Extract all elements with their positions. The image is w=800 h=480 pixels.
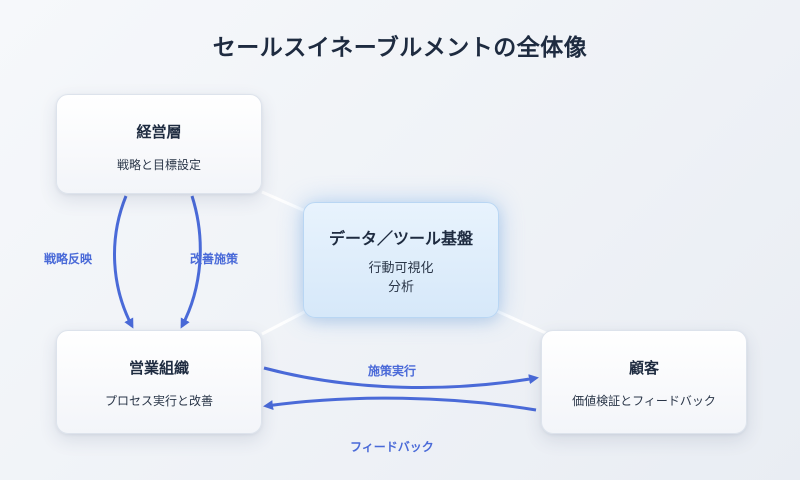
link-sales-data: [261, 306, 313, 336]
edge-label-measure-execution: 施策実行: [368, 364, 417, 378]
diagram-title: セールスイネーブルメントの全体像: [212, 35, 588, 61]
node-management-subtitle: 戦略と目標設定: [116, 158, 201, 172]
node-data-platform-subtitle-2: 分析: [387, 280, 414, 295]
arrow-improvement-measures: [180, 195, 202, 329]
node-customer-title: 顧客: [628, 359, 659, 377]
node-management: 経営層 戦略と目標設定: [56, 94, 262, 194]
node-data-platform-title: データ／ツール基盤: [328, 229, 473, 248]
node-sales-org-title: 営業組織: [128, 359, 189, 377]
arrow-strategy-reflection: [113, 195, 134, 329]
node-data-platform: データ／ツール基盤 行動可視化 分析: [303, 202, 499, 318]
node-data-platform-subtitle-1: 行動可視化: [368, 261, 434, 276]
node-management-title: 経営層: [136, 123, 182, 141]
node-sales-org: 営業組織 プロセス実行と改善: [56, 330, 262, 434]
link-data-customer: [489, 306, 549, 336]
edge-label-improvement-measures: 改善施策: [190, 252, 239, 266]
node-sales-org-subtitle: プロセス実行と改善: [104, 394, 213, 408]
edge-label-feedback: フィードバック: [350, 440, 434, 454]
node-customer: 顧客 価値検証とフィードバック: [541, 330, 747, 434]
node-customer-subtitle: 価値検証とフィードバック: [572, 394, 716, 408]
arrow-feedback: [263, 396, 537, 412]
arrow-measure-execution: [263, 366, 539, 389]
edge-label-strategy-reflection: 戦略反映: [44, 252, 93, 266]
